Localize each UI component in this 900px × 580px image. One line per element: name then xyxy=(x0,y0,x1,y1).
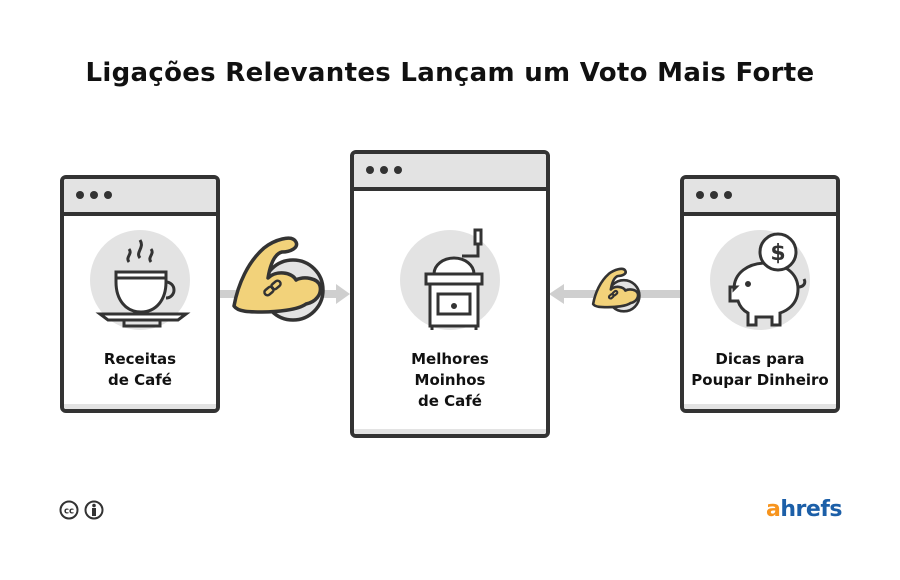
strong-link-muscle-icon xyxy=(232,236,325,322)
window-titlebar xyxy=(684,179,836,216)
attribution-icon xyxy=(84,500,104,520)
svg-text:cc: cc xyxy=(64,507,74,517)
window-dots-icon xyxy=(76,191,112,199)
page-window-coffee-grinders: Melhores Moinhos de Café xyxy=(350,150,550,438)
label-line: Receitas xyxy=(103,350,177,368)
license-icons: cc xyxy=(59,500,104,520)
window-dots-icon xyxy=(696,191,732,199)
window-dots-icon xyxy=(366,166,402,174)
svg-text:$: $ xyxy=(770,241,785,266)
page-window-money-tips: $ Dicas para Poupar Dinheiro xyxy=(680,175,840,413)
coffee-cup-icon xyxy=(95,239,191,328)
diagram-title: Ligações Relevantes Lançam um Voto Mais … xyxy=(85,58,815,88)
label-line: de Café xyxy=(108,371,172,389)
page-label: Receitas de Café xyxy=(64,349,216,391)
window-titlebar xyxy=(354,154,546,191)
label-line: Poupar Dinheiro xyxy=(691,371,829,389)
page-label: Dicas para Poupar Dinheiro xyxy=(684,349,836,391)
page-label: Melhores Moinhos de Café xyxy=(354,349,546,412)
coffee-grinder-icon xyxy=(424,228,484,330)
weak-link-muscle-icon xyxy=(591,267,641,313)
window-titlebar xyxy=(64,179,216,216)
page-window-coffee-recipes: Receitas de Café xyxy=(60,175,220,413)
label-line: Dicas para xyxy=(715,350,805,368)
label-line: Melhores xyxy=(411,350,489,368)
label-line: de Café xyxy=(418,392,482,410)
cc-icon: cc xyxy=(59,500,79,520)
piggy-bank-icon: $ xyxy=(728,232,807,327)
ahrefs-logo: ahrefs xyxy=(766,497,842,522)
label-line: Moinhos xyxy=(414,371,486,389)
